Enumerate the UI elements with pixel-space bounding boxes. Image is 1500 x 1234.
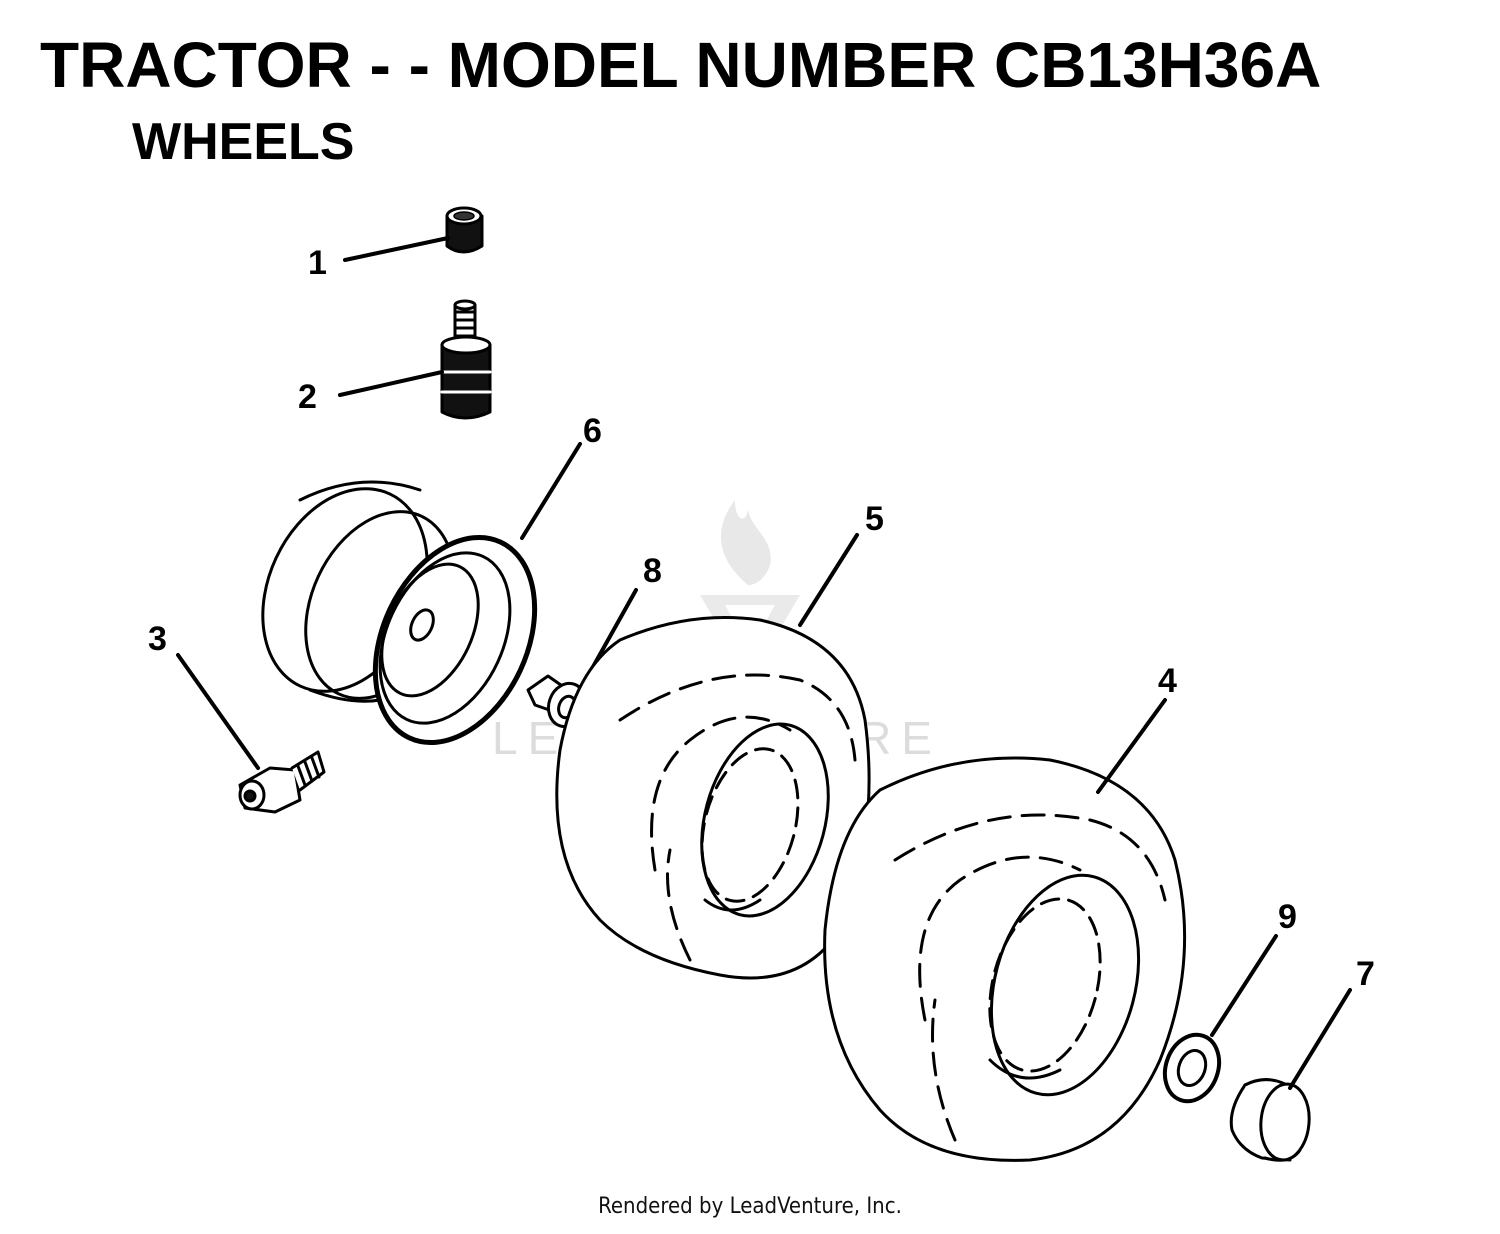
callout-5: 5 <box>865 500 884 538</box>
callout-3: 3 <box>148 620 167 658</box>
part-3-lug-bolt[interactable] <box>176 653 326 814</box>
callout-8: 8 <box>643 552 662 590</box>
callout-labels: 1 2 3 4 5 6 7 8 9 <box>148 244 1375 993</box>
callout-7: 7 <box>1356 955 1375 993</box>
part-6-rim[interactable] <box>231 442 582 768</box>
part-1-valve-cap[interactable] <box>343 206 484 262</box>
footer-credit: Rendered by LeadVenture, Inc. <box>598 1194 902 1219</box>
part-9-washer[interactable] <box>1156 934 1278 1109</box>
callout-4: 4 <box>1158 662 1177 700</box>
section-subtitle: WHEELS <box>132 113 355 171</box>
part-7-hub-cap[interactable] <box>1229 988 1352 1162</box>
flame-icon <box>720 500 771 585</box>
page-title: TRACTOR - - MODEL NUMBER CB13H36A <box>40 29 1322 101</box>
part-5-tire[interactable] <box>555 533 871 980</box>
callout-1: 1 <box>308 244 327 282</box>
callout-6: 6 <box>583 412 602 450</box>
callout-9: 9 <box>1278 898 1297 936</box>
part-4-tire[interactable] <box>823 698 1187 1162</box>
callout-2: 2 <box>298 378 317 416</box>
part-2-valve-stem[interactable] <box>338 299 492 420</box>
